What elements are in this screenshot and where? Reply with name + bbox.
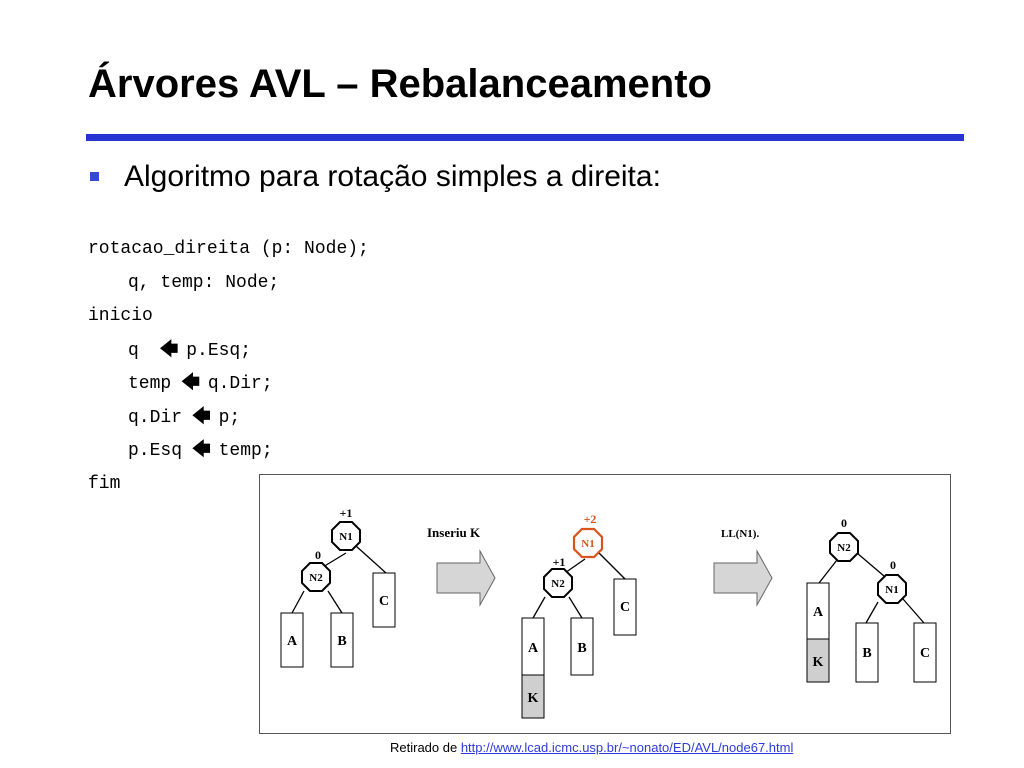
code-text: rotacao_direita (p: Node); <box>88 239 369 259</box>
avl-rotation-figure: N1 +1 N2 0 C A B Inseriu K N1 +2 N2 +1 C… <box>259 474 951 734</box>
slide-title: Árvores AVL – Rebalanceamento <box>88 62 712 106</box>
code-text: temp; <box>218 441 273 461</box>
node-label: N2 <box>551 578 565 590</box>
code-text: temp <box>128 374 172 394</box>
subtree-label: C <box>920 646 930 661</box>
code-text: fim <box>88 473 121 494</box>
code-line: q 🡄 p.Esq; <box>88 339 369 373</box>
code-line: inicio <box>88 305 369 339</box>
tree-after-rotation <box>818 552 925 624</box>
subtree-label: A <box>813 605 824 620</box>
title-underline <box>86 134 964 141</box>
subtree-label: B <box>337 634 346 649</box>
subtree-b <box>570 617 594 676</box>
credit-prefix: Retirado de <box>390 740 461 755</box>
code-text: p.Esq <box>128 441 183 461</box>
subtree-label: A <box>287 634 298 649</box>
right-block-arrow-icon <box>713 549 773 607</box>
code-line: p.Esq 🡄 temp; <box>88 439 369 473</box>
code-text: q <box>128 340 150 361</box>
code-text: q.Dir <box>128 407 183 428</box>
subtree-a <box>280 612 304 668</box>
node-label: N1 <box>885 584 898 596</box>
source-credit: Retirado de http://www.lcad.icmc.usp.br/… <box>390 740 793 755</box>
subtree-c <box>913 622 937 683</box>
balance-factor: 0 <box>315 548 321 562</box>
subtree-b <box>330 612 354 668</box>
code-text: inicio <box>88 306 153 326</box>
subtree-label: K <box>528 691 539 706</box>
balance-factor: 0 <box>890 558 896 572</box>
left-arrow-icon: 🡄 <box>159 338 179 360</box>
node-n1-unbalanced <box>572 527 604 559</box>
code-block: rotacao_direita (p: Node); q, temp: Node… <box>88 238 369 506</box>
node-n1 <box>877 574 907 604</box>
source-link[interactable]: http://www.lcad.icmc.usp.br/~nonato/ED/A… <box>460 740 794 755</box>
subtree-label: C <box>379 594 389 609</box>
right-block-arrow-icon <box>436 549 496 607</box>
code-line: rotacao_direita (p: Node); <box>88 238 369 272</box>
subtree-b <box>855 622 879 683</box>
left-arrow-icon: 🡄 <box>181 372 200 393</box>
left-arrow-icon: 🡄 <box>192 405 211 427</box>
node-n2-root <box>829 532 859 562</box>
subtree-label: C <box>620 600 630 615</box>
node-n1 <box>331 521 361 551</box>
subtree-c <box>613 578 637 636</box>
balance-factor: +1 <box>340 506 353 520</box>
square-bullet-icon <box>90 172 99 181</box>
balance-factor: +1 <box>553 555 566 569</box>
balance-factor: 0 <box>841 516 847 530</box>
inserted-node-k <box>806 638 830 683</box>
code-line: q, temp: Node; <box>88 272 369 306</box>
subtree-label: B <box>577 641 586 656</box>
balance-factor: +2 <box>584 512 597 526</box>
code-text: q.Dir; <box>207 374 273 394</box>
inserted-node-k <box>521 674 545 719</box>
node-label: N2 <box>309 572 323 584</box>
code-text: p.Esq; <box>186 340 252 361</box>
node-label: N1 <box>581 538 594 550</box>
code-line: q.Dir 🡄 p; <box>88 406 369 440</box>
step-label: Inseriu K <box>427 525 481 540</box>
node-n2 <box>543 568 573 598</box>
left-arrow-icon: 🡄 <box>192 439 211 460</box>
node-n2 <box>301 562 331 592</box>
subtree-c <box>372 572 396 628</box>
code-text: q, temp: Node; <box>128 272 280 293</box>
step-label: LL(N1). <box>721 528 759 540</box>
subtree-label: K <box>813 655 824 670</box>
subtree-label: B <box>862 646 871 661</box>
subtree-label: A <box>528 641 539 656</box>
node-label: N1 <box>339 531 352 543</box>
code-text: p; <box>218 407 241 428</box>
code-line: temp 🡄 q.Dir; <box>88 372 369 406</box>
code-line: fim <box>88 473 369 507</box>
node-label: N2 <box>837 542 851 554</box>
bullet-text: Algoritmo para rotação simples a direita… <box>124 160 661 193</box>
